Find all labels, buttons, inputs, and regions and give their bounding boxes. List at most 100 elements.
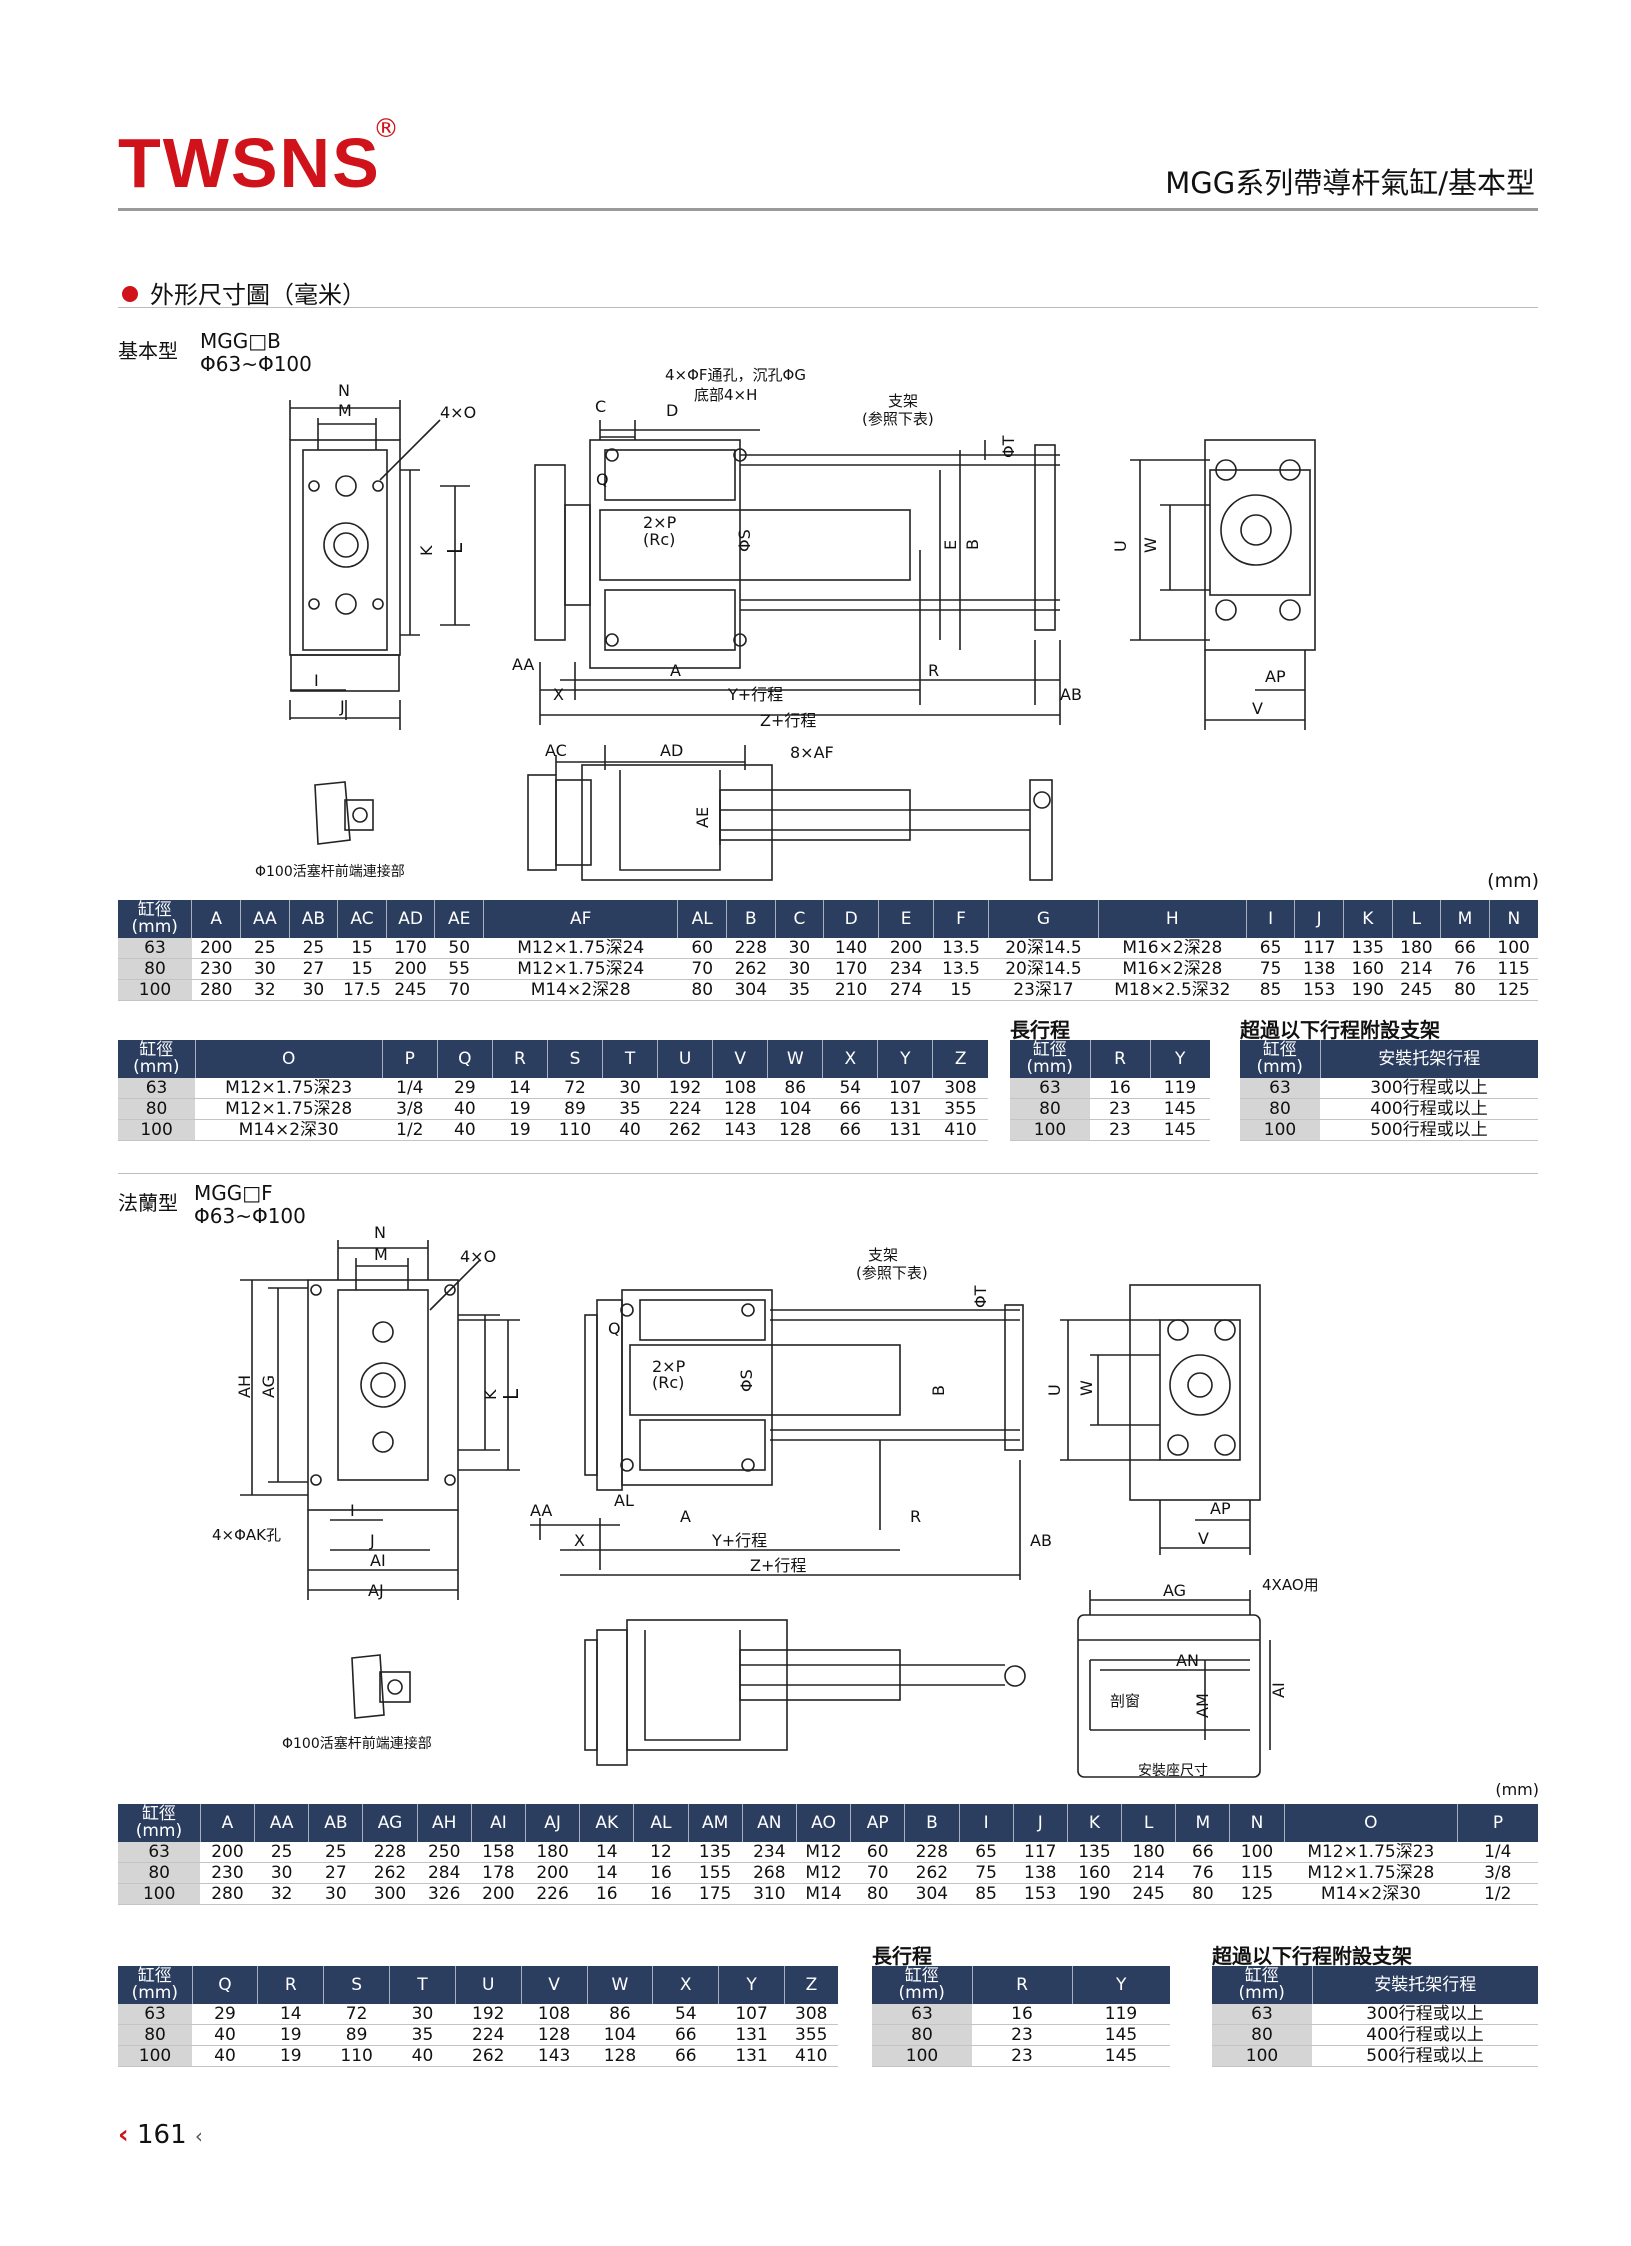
header-cell: U: [455, 1966, 522, 2004]
table-cell: 131: [877, 1098, 933, 1120]
dim-Rc: (Rc): [643, 530, 675, 549]
flange-support-ref: (参照下表): [856, 1264, 928, 1282]
bullet-icon: [122, 286, 138, 302]
header-cell: AB: [308, 1804, 364, 1842]
table-cell: 125: [1489, 979, 1538, 1001]
header-cell: P: [1457, 1804, 1538, 1842]
header-cell: C: [775, 900, 825, 938]
flange-dim-AK: 4×ΦAK孔: [212, 1526, 281, 1544]
table-cell: 66: [652, 2045, 719, 2067]
table-cell: 14: [579, 1862, 634, 1884]
table-cell: 25: [308, 1842, 363, 1863]
flange-dim-AI2: AI: [1269, 1682, 1288, 1698]
table-cell: 100: [118, 1119, 196, 1141]
table-cell: 250: [417, 1842, 472, 1863]
table-cell: 131: [718, 2045, 785, 2067]
table-cell: 16: [1090, 1078, 1150, 1099]
table-cell: 80: [1175, 1883, 1230, 1905]
flange-dim-4O: 4×O: [460, 1247, 496, 1266]
table-cell: 14: [257, 2004, 324, 2025]
note-support-ref: (参照下表): [862, 410, 934, 428]
flange-dim-AG: AG: [259, 1375, 278, 1398]
dim-D: D: [666, 401, 678, 420]
header-cell: AF: [483, 900, 679, 938]
basic-type-label: 基本型: [118, 339, 178, 363]
table-cell: 200: [386, 958, 435, 980]
basic-side-view: [534, 420, 1061, 725]
table-cell: 190: [1067, 1883, 1122, 1905]
table-cell: 117: [1294, 938, 1344, 959]
table-cell: 75: [1246, 958, 1295, 980]
table-cell: 308: [932, 1078, 988, 1099]
table-cell: M12×1.75深23: [195, 1078, 383, 1099]
note-bottom: 底部4×H: [694, 386, 757, 404]
table-cell: 355: [932, 1098, 988, 1120]
table-cell: 27: [308, 1862, 363, 1884]
flange-dim-AO: 4XAO用: [1262, 1576, 1319, 1594]
table-cell: 135: [1067, 1842, 1122, 1863]
dim-AA: AA: [512, 655, 534, 674]
header-cell: R: [1090, 1040, 1151, 1078]
flange-window: 剖窗: [1110, 1692, 1140, 1710]
flange-support: 支架: [868, 1246, 898, 1264]
header-cell: V: [712, 1040, 769, 1078]
header-cell: Z: [932, 1040, 988, 1078]
table-cell: 100: [872, 2045, 972, 2067]
table-cell: 23: [1090, 1119, 1150, 1141]
table-cell: 200: [525, 1862, 580, 1884]
table-cell: 100: [118, 979, 192, 1001]
header-cell: M: [1440, 900, 1490, 938]
table-cell: 65: [959, 1842, 1014, 1863]
table-cell: 100: [1212, 2045, 1312, 2067]
table-cell: 13.5: [933, 938, 989, 959]
table-cell: 80: [1240, 1098, 1320, 1120]
dim-AD: AD: [660, 741, 683, 760]
chevron-left-icon: ‹: [118, 2120, 129, 2150]
table-cell: 210: [823, 979, 879, 1001]
table-cell: 153: [1294, 979, 1344, 1001]
table-cell: 25: [240, 938, 290, 959]
table-cell: 35: [775, 979, 824, 1001]
table-cell: 138: [1294, 958, 1344, 980]
basic-rod-end: [314, 781, 374, 845]
table-cell: M12×1.75深28: [195, 1098, 383, 1120]
table-cell: 17.5: [337, 979, 387, 1001]
header-cell: AJ: [525, 1804, 581, 1842]
table-cell: 30: [289, 979, 338, 1001]
table-cell: 19: [257, 2024, 324, 2046]
header-cell: R: [972, 1966, 1073, 2004]
table-cell: 155: [688, 1862, 743, 1884]
dim-X: X: [553, 685, 564, 704]
dim-W: W: [1141, 537, 1160, 553]
table-cell: 262: [455, 2045, 522, 2067]
flange-dim-AJ: AJ: [368, 1581, 384, 1600]
dim-K: K: [417, 545, 436, 556]
table-cell: 143: [712, 1119, 768, 1141]
table-cell: 40: [192, 2024, 258, 2046]
table-cell: 355: [784, 2024, 838, 2046]
header-cell: R: [257, 1966, 325, 2004]
support-title-1: 超過以下行程附設支架: [1240, 1018, 1440, 1042]
table-cell: 30: [308, 1883, 363, 1905]
table-cell: 230: [200, 1862, 255, 1884]
table-cell: 80: [850, 1883, 905, 1905]
table-cell: 30: [775, 938, 824, 959]
header-cell: 缸徑(mm): [1212, 1966, 1313, 2004]
table-cell: 108: [712, 1078, 768, 1099]
table-cell: 63: [1212, 2004, 1312, 2025]
table-cell: 60: [677, 938, 727, 959]
header-divider: [118, 208, 1538, 211]
page-title: MGG系列帶導杆氣缸/基本型: [1165, 166, 1535, 200]
header-cell: 缸徑(mm): [872, 1966, 973, 2004]
table-cell: 224: [455, 2024, 522, 2046]
flange-drawing: N M 4×O AH AG K L I J 4×ΦAK孔 AI AJ 支架 (参…: [212, 1223, 1319, 1779]
header-cell: B: [904, 1804, 960, 1842]
